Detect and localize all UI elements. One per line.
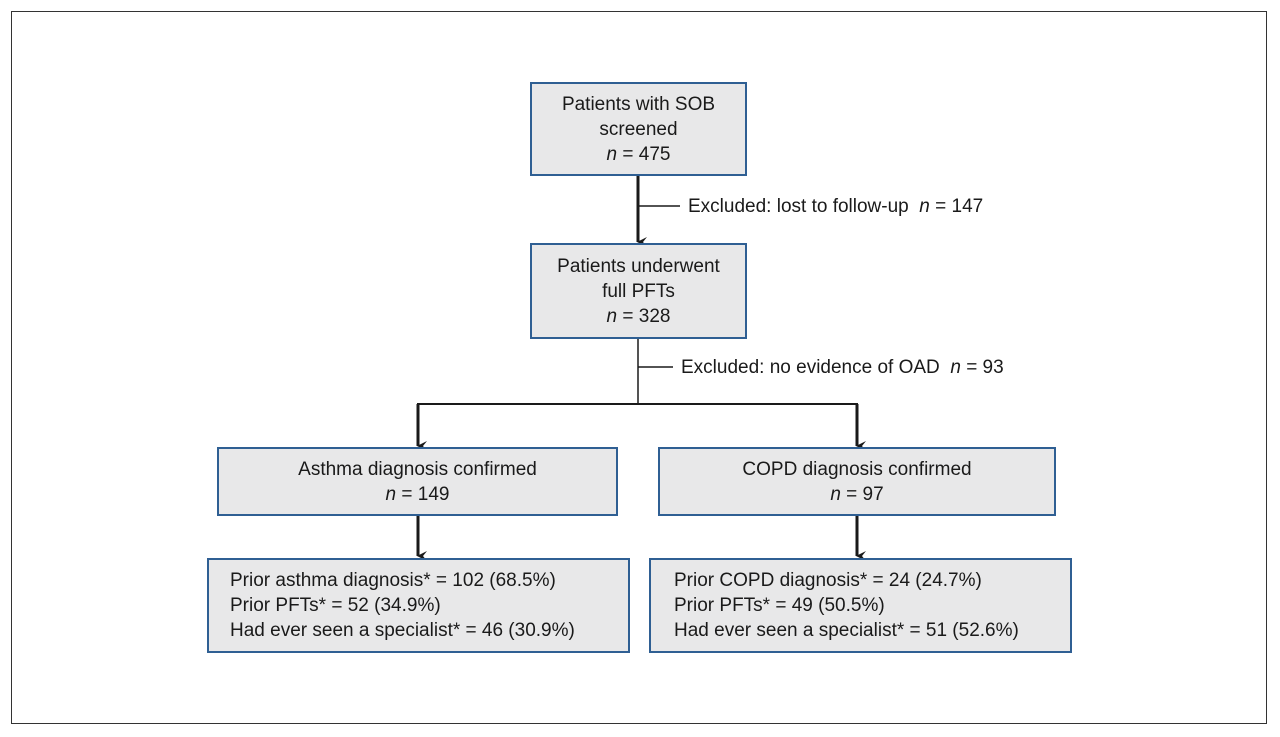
detail-item: Prior PFTs* = 49 (50.5%) [674,595,885,616]
exclusion-text: Excluded: no evidence of OAD [681,357,940,378]
count-value: = 475 [622,143,671,165]
count-value: = 328 [622,305,671,327]
n-symbol: n [606,305,618,327]
detail-item: Had ever seen a specialist* = 51 (52.6%) [674,620,1019,641]
count-value: = 97 [846,483,884,505]
node-pfts-line2: full PFTs [602,280,675,302]
n-symbol: n [919,196,930,217]
node-pfts-line1: Patients underwent [557,255,720,277]
node-pfts-count: n = 328 [607,304,671,329]
detail-item: Prior asthma diagnosis* = 102 (68.5%) [230,570,556,591]
node-screened-line2: screened [599,118,678,140]
node-asthma-details: Prior asthma diagnosis* = 102 (68.5%) Pr… [207,558,630,653]
detail-item: Had ever seen a specialist* = 46 (30.9%) [230,620,575,641]
detail-item: Prior COPD diagnosis* = 24 (24.7%) [674,570,982,591]
figure-frame [11,11,1267,724]
count-value: = 93 [966,357,1004,378]
node-pfts: Patients underwent full PFTs n = 328 [530,243,747,339]
node-screened-line1: Patients with SOB [561,93,716,115]
n-symbol: n [385,483,397,505]
node-asthma: Asthma diagnosis confirmed n = 149 [217,447,618,516]
count-value: = 149 [401,483,450,505]
node-asthma-count: n = 149 [386,482,450,507]
node-copd-details: Prior COPD diagnosis* = 24 (24.7%) Prior… [649,558,1072,653]
node-copd: COPD diagnosis confirmed n = 97 [658,447,1056,516]
count-value: = 147 [935,196,984,217]
node-copd-line1: COPD diagnosis confirmed [742,458,972,480]
n-symbol: n [830,483,841,505]
n-symbol: n [950,357,961,378]
node-asthma-line1: Asthma diagnosis confirmed [298,458,537,480]
node-screened-count: n = 475 [607,142,671,167]
detail-item: Prior PFTs* = 52 (34.9%) [230,595,441,616]
exclusion-no-oad: Excluded: no evidence of OAD n = 93 [681,357,1004,379]
node-screened: Patients with SOB screened n = 475 [530,82,747,176]
exclusion-text: Excluded: lost to follow-up [688,196,909,217]
n-symbol: n [606,143,618,165]
exclusion-lost-to-follow-up: Excluded: lost to follow-up n = 147 [688,196,983,218]
node-copd-count: n = 97 [830,482,883,507]
